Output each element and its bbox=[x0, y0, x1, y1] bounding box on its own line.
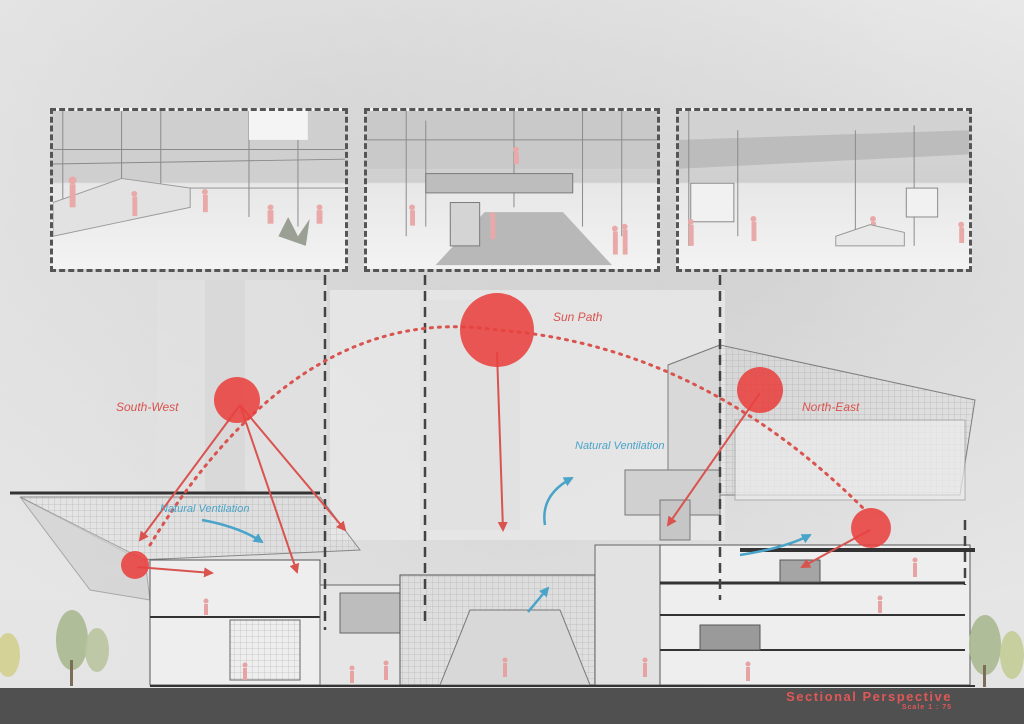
sun-path-label: Sun Path bbox=[553, 310, 603, 324]
left-canopy bbox=[10, 491, 361, 601]
title-bar bbox=[0, 688, 1024, 724]
interior-view-3 bbox=[676, 108, 972, 272]
sun-markers bbox=[121, 293, 891, 579]
tree-icon bbox=[0, 610, 1024, 687]
right-tower bbox=[624, 344, 976, 541]
north-east-label: North-East bbox=[802, 400, 860, 414]
ventilation-arrows bbox=[201, 476, 812, 613]
natural-ventilation-label-left: Natural Ventilation bbox=[160, 503, 250, 515]
view-reference-lines bbox=[323, 275, 967, 630]
south-west-label: South-West bbox=[116, 400, 179, 414]
sheet-title: Sectional Perspective bbox=[786, 689, 952, 704]
sun-rays bbox=[136, 351, 871, 578]
interior-view-1 bbox=[50, 108, 348, 272]
sheet-scale: Scale 1 : 75 bbox=[901, 704, 952, 711]
building-section bbox=[149, 544, 975, 687]
interior-view-2 bbox=[364, 108, 660, 272]
natural-ventilation-label-right: Natural Ventilation bbox=[575, 440, 665, 452]
person-figure-icon bbox=[203, 557, 918, 683]
